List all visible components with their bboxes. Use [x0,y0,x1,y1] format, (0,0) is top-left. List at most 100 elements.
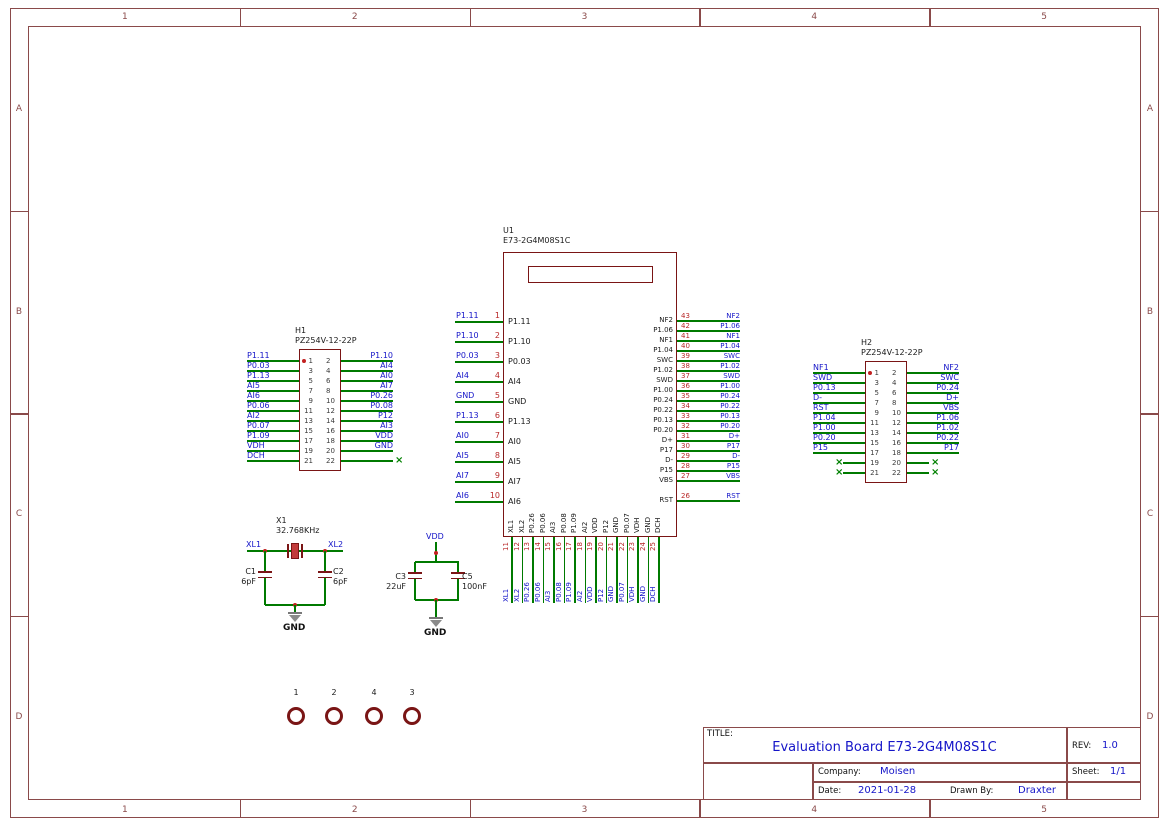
net-label[interactable]: P0.20 [813,433,836,442]
net-label[interactable]: P1.09 [565,582,573,602]
drawn-by-value[interactable]: Draxter [1018,785,1057,796]
net-label[interactable]: VDH [247,441,265,450]
net-label[interactable]: D- [732,451,740,460]
net-label[interactable]: P12 [596,588,605,602]
u1-body[interactable] [503,252,677,537]
vdd-flag[interactable]: VDD [426,532,444,541]
c2-capacitor[interactable] [318,571,332,573]
x1-crystal-body[interactable] [291,543,299,559]
net-label[interactable]: P0.13 [813,383,836,392]
net-label[interactable]: P17 [943,443,959,452]
net-label[interactable]: NF1 [726,331,740,340]
net-label[interactable]: XL1 [246,540,262,549]
net-label[interactable]: AI2 [575,590,584,602]
net-label[interactable]: GND [374,441,393,450]
net-label[interactable]: P1.06 [936,413,959,422]
net-label[interactable]: AI4 [380,361,393,370]
net-label[interactable]: P0.03 [247,361,270,370]
net-label[interactable]: GND [638,585,647,602]
net-label[interactable]: P0.06 [247,401,270,410]
net-label[interactable]: VBS [726,471,740,480]
net-label[interactable]: P12 [377,411,393,420]
net-label[interactable]: VDD [586,586,594,602]
net-label[interactable]: P0.20 [720,421,740,430]
net-label[interactable]: SWC [723,351,740,360]
net-label[interactable]: VBS [943,403,959,412]
net-label[interactable]: P0.24 [720,391,740,400]
net-label[interactable]: P15 [726,461,740,470]
net-label[interactable]: P1.13 [456,411,479,420]
net-label[interactable]: VDH [628,586,636,602]
net-label[interactable]: XL2 [512,588,521,602]
net-label[interactable]: P1.00 [813,423,836,432]
net-label[interactable]: P0.13 [720,411,740,420]
net-label[interactable]: GND [456,391,475,400]
net-label[interactable]: P1.10 [456,331,479,340]
rev-value[interactable]: 1.0 [1102,740,1118,751]
mounting-hole[interactable] [403,707,421,725]
net-label[interactable]: NF1 [813,363,829,372]
net-label[interactable]: DCH [649,586,657,602]
mounting-hole[interactable] [325,707,343,725]
net-label[interactable]: P0.08 [554,582,563,602]
c5-capacitor[interactable] [451,572,465,574]
mounting-hole[interactable] [365,707,383,725]
net-label[interactable]: AI5 [456,451,469,460]
net-label[interactable]: AI5 [247,381,260,390]
net-label[interactable]: P1.04 [813,413,836,422]
net-label[interactable]: RST [726,491,740,500]
schematic-title[interactable]: Evaluation Board E73-2G4M08S1C [772,740,997,755]
net-label[interactable]: P0.22 [936,433,959,442]
net-label[interactable]: P0.03 [456,351,479,360]
net-label[interactable]: AI7 [380,381,393,390]
net-label[interactable]: SWD [723,371,740,380]
sheet-value[interactable]: 1/1 [1110,766,1127,777]
net-label[interactable]: P15 [813,443,829,452]
net-label[interactable]: P0.06 [533,582,542,602]
net-label[interactable]: GND [607,585,615,602]
net-label[interactable]: P0.26 [523,582,531,602]
net-label[interactable]: P1.06 [720,321,740,330]
net-label[interactable]: AI2 [247,411,260,420]
net-label[interactable]: P17 [726,441,740,450]
net-label[interactable]: P1.02 [720,361,740,370]
net-label[interactable]: AI3 [544,590,552,602]
net-label[interactable]: D- [813,393,823,402]
net-label[interactable]: NF2 [943,363,959,372]
net-label[interactable]: D+ [728,431,740,440]
net-label[interactable]: P0.07 [247,421,270,430]
net-label[interactable]: AI7 [456,471,469,480]
c1-capacitor[interactable] [258,571,272,573]
net-label[interactable]: P0.26 [370,391,393,400]
net-label[interactable]: P1.02 [936,423,959,432]
net-label[interactable]: P1.13 [247,371,270,380]
net-label[interactable]: AI0 [456,431,469,440]
net-label[interactable]: P0.07 [617,582,626,602]
h1-body[interactable] [299,349,341,471]
net-label[interactable]: P1.00 [720,381,740,390]
gnd-symbol[interactable] [288,612,302,615]
net-label[interactable]: P1.11 [247,351,270,360]
net-label[interactable]: SWC [940,373,959,382]
net-label[interactable]: VDD [375,431,393,440]
net-label[interactable]: P0.24 [936,383,959,392]
net-label[interactable]: P1.04 [720,341,740,350]
net-label[interactable]: NF2 [726,311,740,320]
net-label[interactable]: P0.08 [370,401,393,410]
net-label[interactable]: AI6 [247,391,260,400]
c3-capacitor[interactable] [408,572,422,574]
mounting-hole[interactable] [287,707,305,725]
h2-body[interactable] [865,361,907,483]
net-label[interactable]: SWD [813,373,833,382]
date-value[interactable]: 2021-01-28 [858,785,917,796]
net-label[interactable]: AI0 [380,371,393,380]
net-label[interactable]: XL1 [502,588,510,602]
net-label[interactable]: P1.11 [456,311,479,320]
net-label[interactable]: D+ [946,393,959,402]
net-label[interactable]: AI6 [456,491,469,500]
company-value[interactable]: Moisen [880,766,916,777]
net-label[interactable]: AI4 [456,371,469,380]
net-label[interactable]: AI3 [380,421,393,430]
net-label[interactable]: XL2 [328,540,344,549]
net-label[interactable]: P0.22 [720,401,740,410]
